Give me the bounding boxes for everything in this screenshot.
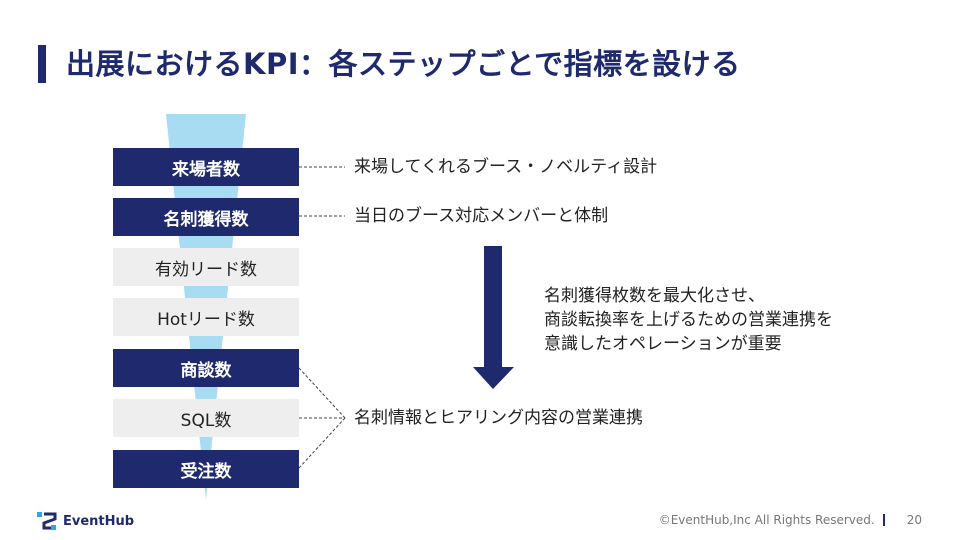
footer: ©EventHub,Inc All Rights Reserved. 20 [659,513,922,527]
logo-text: EventHub [63,513,135,529]
funnel-step-sql: SQL数 [113,399,299,437]
eventhub-logo: EventHub [36,510,134,532]
connector-sql-group-bottom [298,417,346,469]
description-visitors: 来場してくれるブース・ノベルティ設計 [354,157,658,177]
description-cards: 当日のブース対応メンバーと体制 [354,206,609,226]
page-title: 出展におけるKPI：各ステップごとで指標を設ける [66,47,741,81]
key-point-note: 名刺獲得枚数を最大化させ、 商談転換率を上げるための営業連携を 意識したオペレー… [544,284,833,356]
eventhub-logo-icon [37,512,57,530]
down-arrow-shaft [484,246,502,368]
description-sql-group: 名刺情報とヒアリング内容の営業連携 [354,408,643,428]
title-accent-bar [38,45,46,83]
funnel-step-cards: 名刺獲得数 [113,198,299,236]
funnel-step-meetings: 商談数 [113,349,299,387]
funnel-step-visitors: 来場者数 [113,148,299,186]
note-line: 商談転換率を上げるための営業連携を [544,310,833,330]
connector-sql-group-top [298,367,346,419]
footer-separator [882,514,885,526]
copyright-text: ©EventHub,Inc All Rights Reserved. [658,513,875,527]
funnel-step-orders: 受注数 [113,450,299,488]
down-arrow-head [473,367,514,389]
note-line: 意識したオペレーションが重要 [544,334,782,354]
funnel-step-hot-leads: Hotリード数 [113,298,299,336]
funnel-step-valid-leads: 有効リード数 [113,248,299,286]
page-number: 20 [906,513,922,527]
note-line: 名刺獲得枚数を最大化させ、 [544,286,765,306]
